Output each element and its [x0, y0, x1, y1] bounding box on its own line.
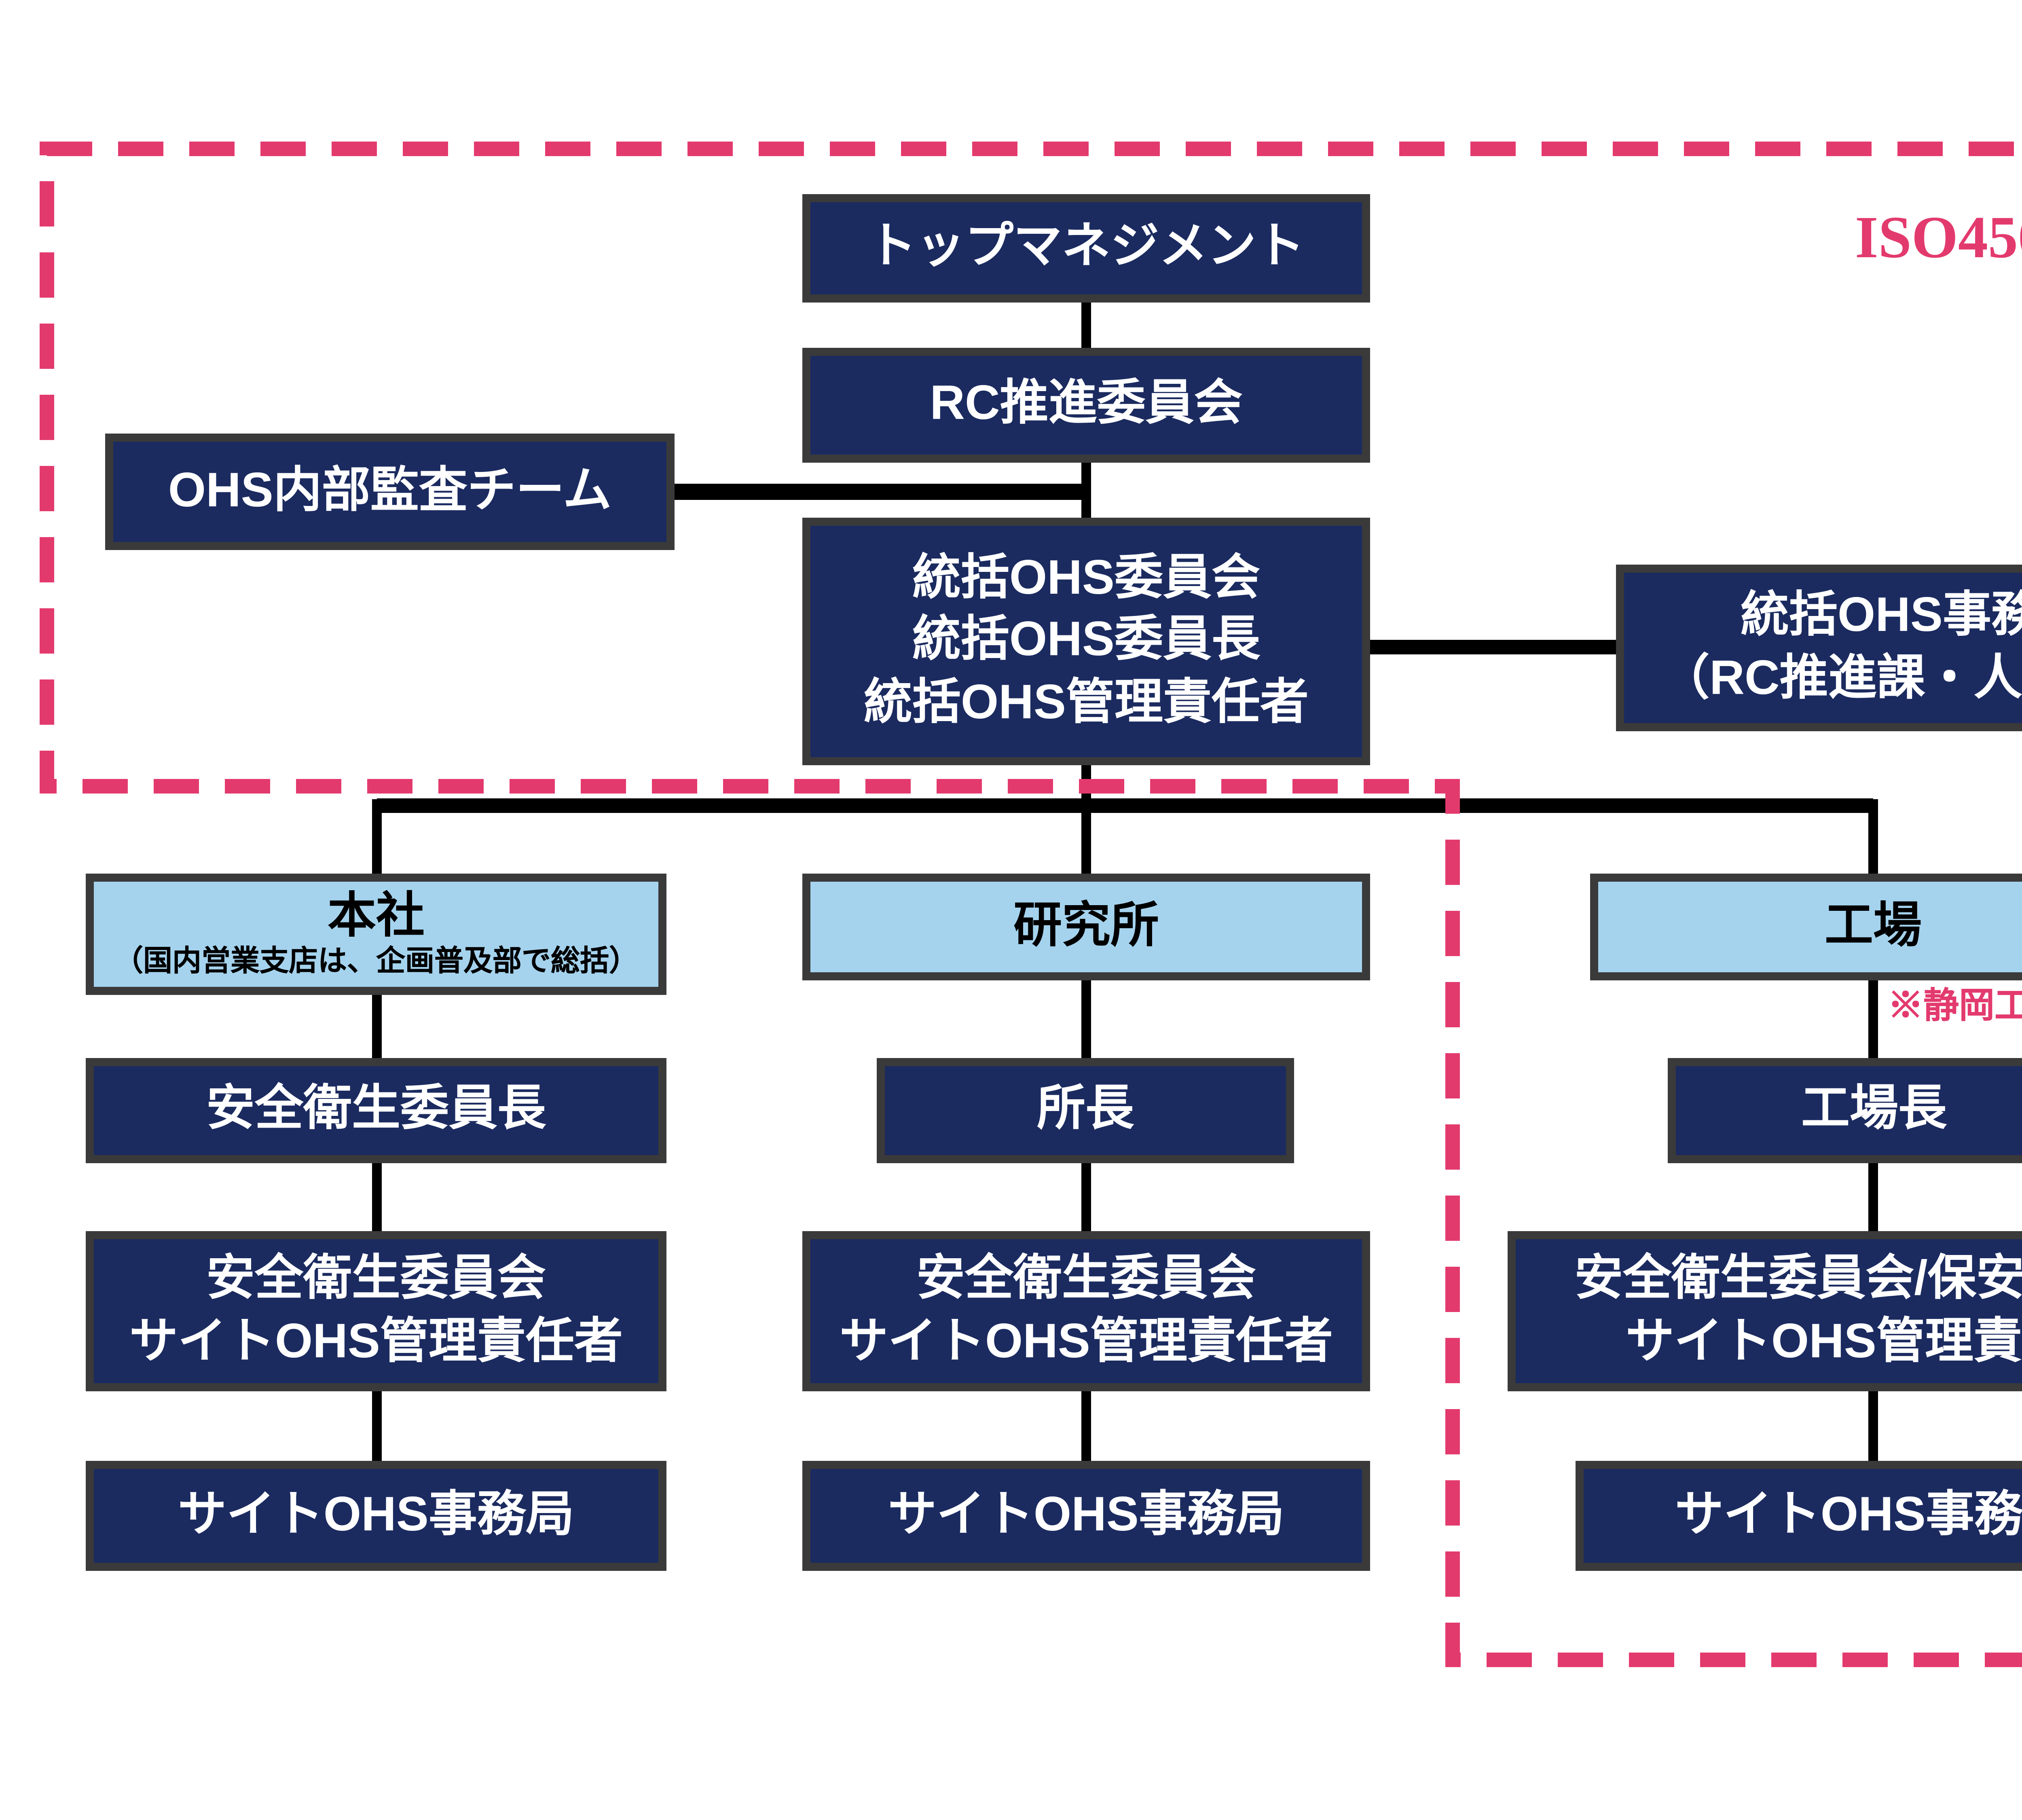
factory-office-box: サイトOHS事務局	[1576, 1461, 2022, 1571]
rc-committee-box: RC推進委員会	[802, 348, 1370, 463]
iso-scope-label: ISO45001認証範囲	[1855, 205, 2022, 272]
lab-site-box: 研究所	[802, 874, 1370, 980]
hq-office-box: サイトOHS事務局	[86, 1461, 666, 1571]
top-management-box: トップマネジメント	[802, 194, 1370, 303]
connector-lines	[372, 299, 1878, 1464]
general-ohs-office-box: 統括OHS事務局 （RC推進課・人事課）	[1616, 565, 2022, 731]
hq-site-note: （国内営業支店は、企画普及部で総括）	[114, 945, 638, 978]
lab-head-box: 所長	[877, 1058, 1294, 1163]
hq-site-box: 本社 （国内営業支店は、企画普及部で総括）	[86, 874, 666, 995]
general-ohs-committee-box: 統括OHS委員会 統括OHS委員長 統括OHS管理責任者	[802, 518, 1370, 765]
hq-committee-box: 安全衛生委員会 サイトOHS管理責任者	[86, 1231, 666, 1391]
factory-site-box: 工場	[1590, 874, 2022, 980]
lab-office-box: サイトOHS事務局	[802, 1461, 1370, 1571]
factory-head-box: 工場長	[1668, 1058, 2022, 1163]
factory-note: ※静岡工場は試作工場を含む	[1887, 985, 2022, 1026]
factory-committee-box: 安全衛生委員会/保安委員会 サイトOHS管理責任者	[1508, 1231, 2022, 1391]
iso-scope-boundary	[40, 142, 2022, 1667]
ohs-internal-audit-box: OHS内部監査チーム	[105, 434, 675, 550]
hq-site-label: 本社	[328, 889, 425, 943]
hq-head-box: 安全衛生委員長	[86, 1058, 666, 1163]
lab-committee-box: 安全衛生委員会 サイトOHS管理責任者	[802, 1231, 1370, 1391]
